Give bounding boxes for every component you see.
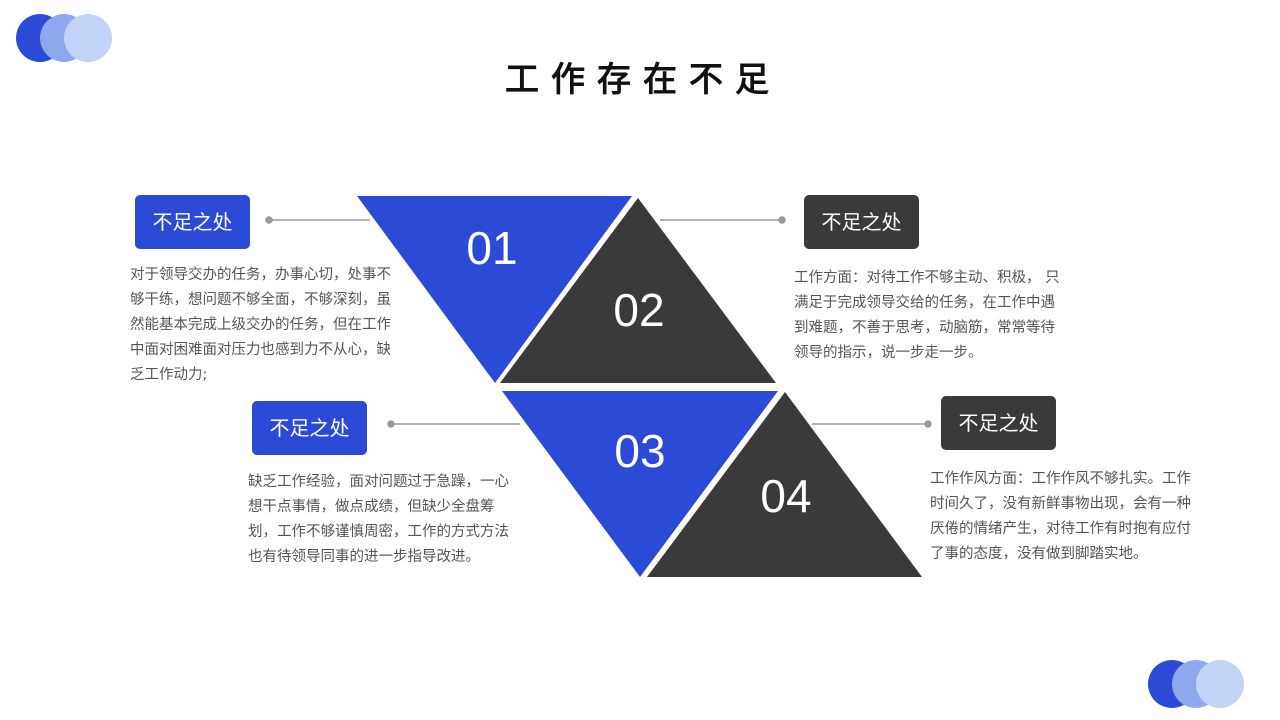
- triangle-04: [647, 392, 922, 577]
- label-badge-04: 不足之处: [941, 396, 1056, 450]
- description-01: 对于领导交办的任务，办事心切，处事不够干练，想问题不够全面，不够深刻，虽然能基本…: [130, 267, 391, 383]
- decorative-circles-top-left: [16, 12, 116, 64]
- label-badge-02: 不足之处: [804, 195, 919, 249]
- connector-dot-3: [387, 420, 395, 428]
- connector-dot-1: [265, 216, 273, 224]
- label-badge-01: 不足之处: [135, 195, 250, 249]
- number-03: 03: [614, 425, 665, 477]
- circle-pale-blue: [1196, 660, 1244, 708]
- number-04: 04: [760, 470, 811, 522]
- number-02: 02: [613, 284, 664, 336]
- connector-dot-2: [778, 216, 786, 224]
- triangle-03: [502, 391, 778, 577]
- triangle-02: [500, 198, 776, 383]
- description-02: 工作方面：对待工作不够主动、积极， 只满足于完成领导交给的任务，在工作中遇到难题…: [794, 270, 1060, 361]
- page-title: 工作存在不足: [505, 60, 781, 100]
- decorative-circles-bottom-right: [1148, 658, 1248, 710]
- triangle-01: [357, 196, 632, 383]
- connector-dot-4: [924, 420, 932, 428]
- description-04: 工作作风方面：工作作风不够扎实。工作时间久了，没有新鲜事物出现，会有一种厌倦的情…: [930, 471, 1191, 562]
- label-badge-03: 不足之处: [252, 401, 367, 455]
- number-01: 01: [466, 222, 517, 274]
- circle-pale-blue: [64, 14, 112, 62]
- description-03: 缺乏工作经验，面对问题过于急躁，一心想干点事情，做点成绩，但缺少全盘筹划，工作不…: [248, 474, 509, 565]
